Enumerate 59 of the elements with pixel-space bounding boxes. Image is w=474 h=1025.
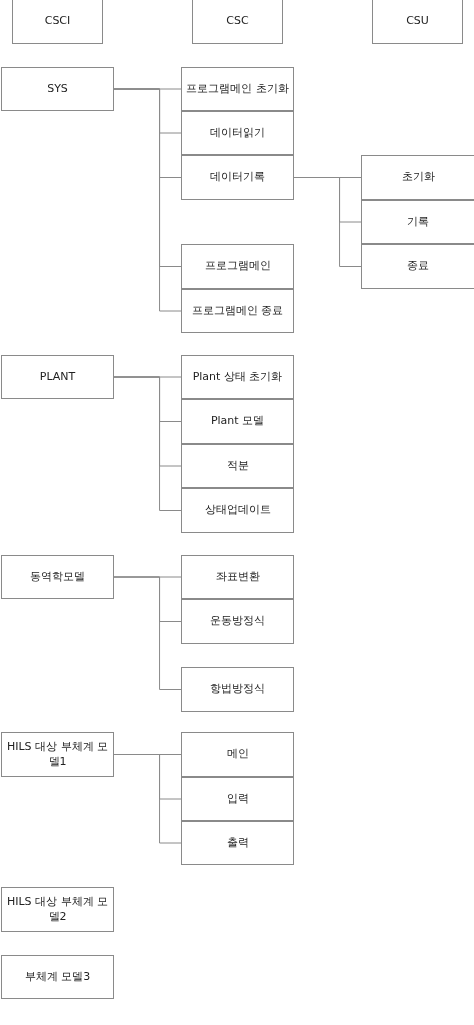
- module-box: [181, 821, 294, 865]
- module-box: [181, 444, 294, 488]
- module-box: [181, 488, 294, 533]
- module-box: [1, 732, 114, 777]
- module-label: 종료: [406, 259, 430, 274]
- module-label: 입력: [225, 791, 250, 807]
- module-label: 운동방정식: [209, 614, 266, 629]
- module-box: [181, 777, 294, 821]
- module-box: [1, 355, 114, 399]
- module-box: [372, 0, 463, 44]
- module-label: 상태업데이트: [203, 503, 272, 518]
- module-box: [361, 200, 474, 244]
- module-label: CSCI: [43, 13, 72, 29]
- module-label: 기록: [406, 214, 430, 230]
- module-label: CSC: [225, 13, 250, 29]
- module-box: [181, 355, 294, 399]
- module-label: 메인: [225, 747, 250, 762]
- connector-line: [113, 376, 182, 511]
- module-box: [181, 599, 294, 644]
- module-label: PLANT: [38, 369, 77, 385]
- connector-line: [113, 754, 182, 844]
- module-box: [181, 67, 294, 111]
- module-label: 출력: [225, 835, 250, 851]
- module-box: [1, 887, 114, 932]
- module-box: [361, 155, 474, 200]
- module-box: [192, 0, 283, 44]
- module-box: [1, 555, 114, 599]
- module-label: 적분: [225, 458, 250, 474]
- module-label: 프로그램메인 종료: [190, 303, 285, 319]
- module-box: [181, 111, 294, 155]
- connector-line: [113, 88, 182, 312]
- connector-line: [293, 177, 362, 267]
- module-label: Plant 모델: [209, 414, 266, 429]
- module-label: HILS 대상 부체계 모델2: [5, 895, 110, 924]
- module-label: 프로그램메인 초기화: [185, 81, 290, 97]
- module-box: [361, 244, 474, 289]
- module-box: [181, 289, 294, 333]
- module-box: [181, 732, 294, 777]
- module-label: Plant 상태 초기화: [191, 369, 284, 385]
- module-box: [12, 0, 103, 44]
- module-label: 데이터읽기: [209, 125, 266, 141]
- module-label: HILS 대상 부체계 모델1: [5, 740, 110, 769]
- module-box: [1, 67, 114, 111]
- module-label: CSU: [405, 13, 430, 29]
- module-label: 좌표변환: [214, 569, 261, 585]
- module-label: 초기화: [400, 170, 436, 185]
- module-label: 부체계 모델3: [23, 969, 92, 985]
- module-label: 데이터기록: [209, 170, 266, 185]
- module-box: [181, 155, 294, 200]
- connector-line: [113, 576, 182, 690]
- module-box: [181, 667, 294, 712]
- module-label: 동역학모델: [29, 569, 86, 585]
- module-box: [181, 555, 294, 599]
- module-label: 프로그램메인: [203, 259, 272, 274]
- module-box: [1, 955, 114, 999]
- module-box: [181, 399, 294, 444]
- module-label: SYS: [46, 81, 69, 97]
- module-label: 항법방정식: [209, 682, 266, 697]
- module-box: [181, 244, 294, 289]
